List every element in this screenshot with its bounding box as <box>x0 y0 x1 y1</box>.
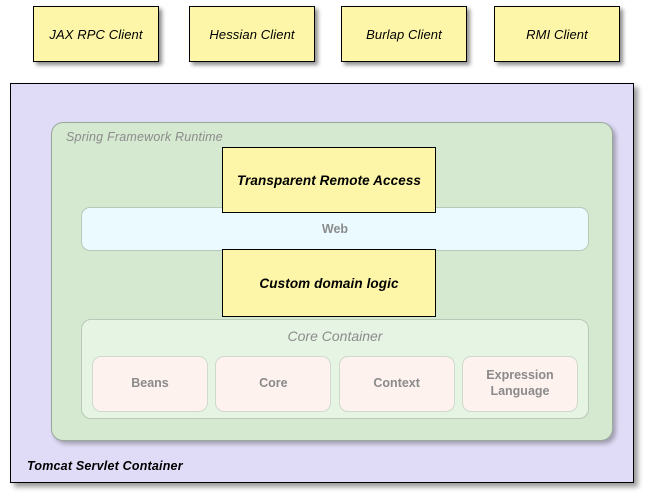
client-box-label: RMI Client <box>526 26 588 42</box>
spring-framework-runtime-label: Spring Framework Runtime <box>66 130 223 144</box>
core-container-panel: Core Container Beans Core Context Expres… <box>81 319 589 419</box>
client-box-label: JAX RPC Client <box>49 26 143 42</box>
core-container-modules: Beans Core Context Expression Language <box>92 356 578 412</box>
web-layer-band: Web <box>81 207 589 251</box>
client-box-burlap[interactable]: Burlap Client <box>341 6 467 62</box>
tomcat-servlet-container-label: Tomcat Servlet Container <box>27 459 183 473</box>
core-module-label: Context <box>373 376 420 391</box>
core-module-label: Beans <box>131 376 169 391</box>
client-box-label: Hessian Client <box>209 26 295 42</box>
core-module-context[interactable]: Context <box>338 356 455 412</box>
client-box-hessian[interactable]: Hessian Client <box>189 6 315 62</box>
client-box-rmi[interactable]: RMI Client <box>494 6 620 62</box>
custom-domain-logic-box[interactable]: Custom domain logic <box>222 249 436 317</box>
core-container-title: Core Container <box>287 328 383 344</box>
transparent-remote-access-label: Transparent Remote Access <box>236 172 422 188</box>
core-module-beans[interactable]: Beans <box>92 356 208 412</box>
core-module-core[interactable]: Core <box>215 356 332 412</box>
web-layer-label: Web <box>321 222 349 236</box>
core-module-label: Core <box>259 376 288 391</box>
transparent-remote-access-box[interactable]: Transparent Remote Access <box>222 147 436 213</box>
core-module-expression-language[interactable]: Expression Language <box>461 356 578 412</box>
client-box-jax-rpc[interactable]: JAX RPC Client <box>33 6 159 62</box>
core-module-label: Expression Language <box>486 368 554 398</box>
custom-domain-logic-label: Custom domain logic <box>259 275 399 291</box>
tomcat-servlet-container: Spring Framework Runtime Web Transparent… <box>10 83 634 483</box>
client-box-label: Burlap Client <box>366 26 442 42</box>
